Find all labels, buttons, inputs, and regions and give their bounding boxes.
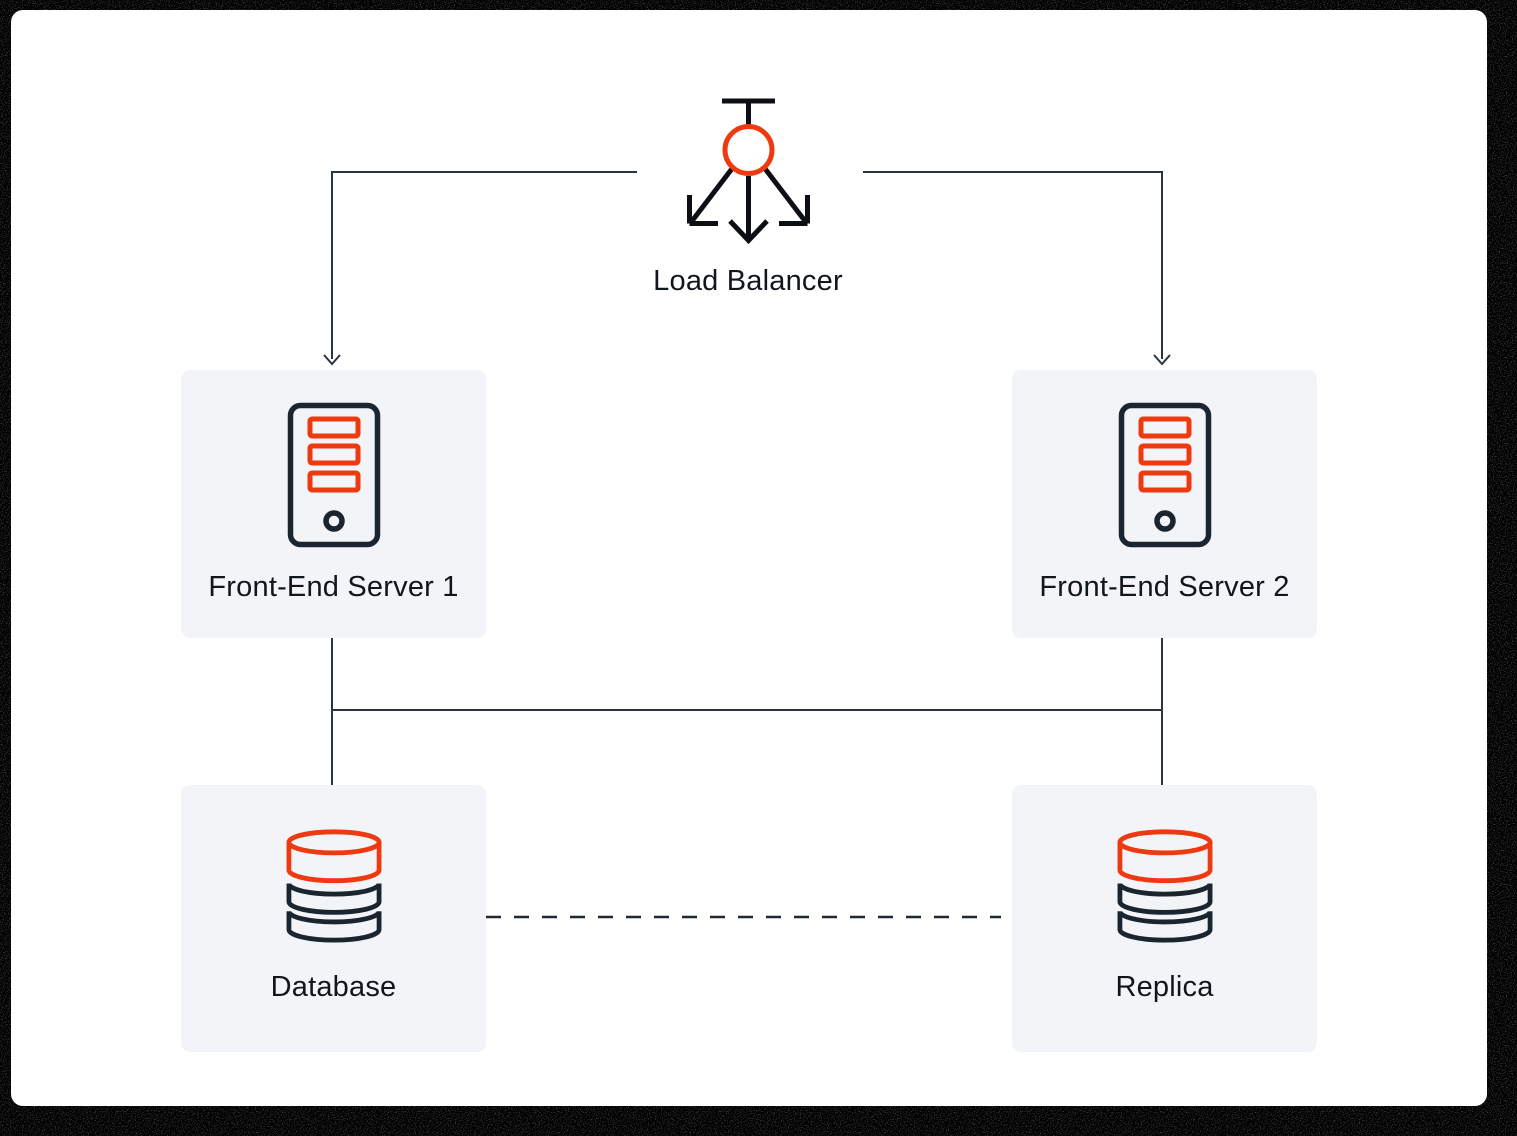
node-front-end-server-1: Front-End Server 1 xyxy=(181,370,486,638)
edge-lb-to-server2 xyxy=(863,171,1171,366)
database-icon xyxy=(1117,829,1212,943)
server-icon xyxy=(287,402,380,548)
diagram-canvas: Load Balancer Front-End Server 1 Front-E… xyxy=(11,10,1487,1106)
connector-layer xyxy=(323,98,1171,919)
front-end-server-1-label: Front-End Server 1 xyxy=(208,571,459,603)
node-replica: Replica xyxy=(1012,785,1317,1052)
edge-lb-to-server1 xyxy=(323,171,637,366)
load-balancer-label: Load Balancer xyxy=(653,265,843,297)
load-balancer-icon xyxy=(687,98,810,245)
database-label: Database xyxy=(270,971,397,1003)
replica-label: Replica xyxy=(1115,971,1214,1003)
node-database: Database xyxy=(181,785,486,1052)
front-end-server-2-label: Front-End Server 2 xyxy=(1039,571,1290,603)
node-front-end-server-2: Front-End Server 2 xyxy=(1012,370,1317,638)
database-icon xyxy=(286,829,381,943)
server-icon xyxy=(1118,402,1211,548)
